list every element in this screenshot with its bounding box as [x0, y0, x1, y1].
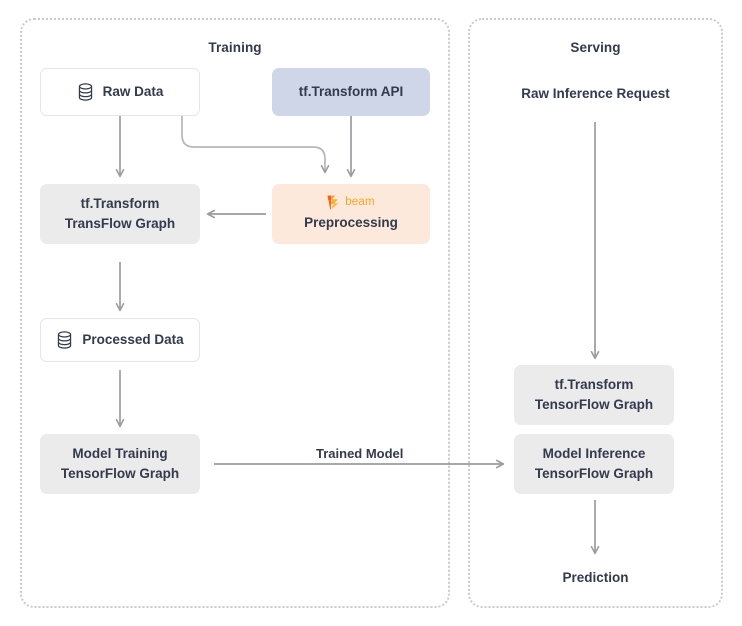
node-processed-data-label: Processed Data [82, 332, 184, 348]
beam-logo: beam [327, 195, 375, 210]
edge-label-trained-model: Trained Model [316, 446, 404, 461]
node-preprocessing-label: Preprocessing [304, 215, 398, 231]
node-model-training[interactable]: Model Training TensorFlow Graph [40, 434, 200, 494]
node-raw-inference-request-label: Raw Inference Request [521, 86, 670, 101]
node-model-inference[interactable]: Model Inference TensorFlow Graph [514, 434, 674, 494]
panel-training: Training [20, 18, 450, 608]
node-model-inference-label: Model Inference TensorFlow Graph [534, 446, 654, 481]
node-tf-transform-api-label: tf.Transform API [298, 84, 404, 100]
node-processed-data[interactable]: Processed Data [40, 318, 200, 362]
node-tf-transform-transflow-graph-label: tf.Transform TransFlow Graph [64, 196, 176, 231]
node-prediction: Prediction [468, 568, 723, 588]
node-model-training-label: Model Training TensorFlow Graph [60, 446, 180, 481]
node-tf-transform-api[interactable]: tf.Transform API [272, 68, 430, 116]
panel-title-training: Training [208, 40, 262, 55]
node-tf-transform-tensorflow-graph-label: tf.Transform TensorFlow Graph [534, 377, 654, 412]
node-preprocessing[interactable]: beam Preprocessing [272, 184, 430, 244]
beam-logo-text: beam [345, 195, 375, 208]
database-icon [58, 331, 72, 349]
node-tf-transform-transflow-graph[interactable]: tf.Transform TransFlow Graph [40, 184, 200, 244]
node-raw-inference-request: Raw Inference Request [468, 84, 723, 104]
panel-title-serving: Serving [570, 40, 621, 55]
node-raw-data-label: Raw Data [102, 84, 164, 100]
node-raw-data[interactable]: Raw Data [40, 68, 200, 116]
panel-serving: Serving [468, 18, 723, 608]
database-icon [78, 83, 92, 101]
node-tf-transform-tensorflow-graph[interactable]: tf.Transform TensorFlow Graph [514, 365, 674, 425]
node-prediction-label: Prediction [562, 570, 629, 585]
beam-logo-icon [327, 195, 339, 210]
